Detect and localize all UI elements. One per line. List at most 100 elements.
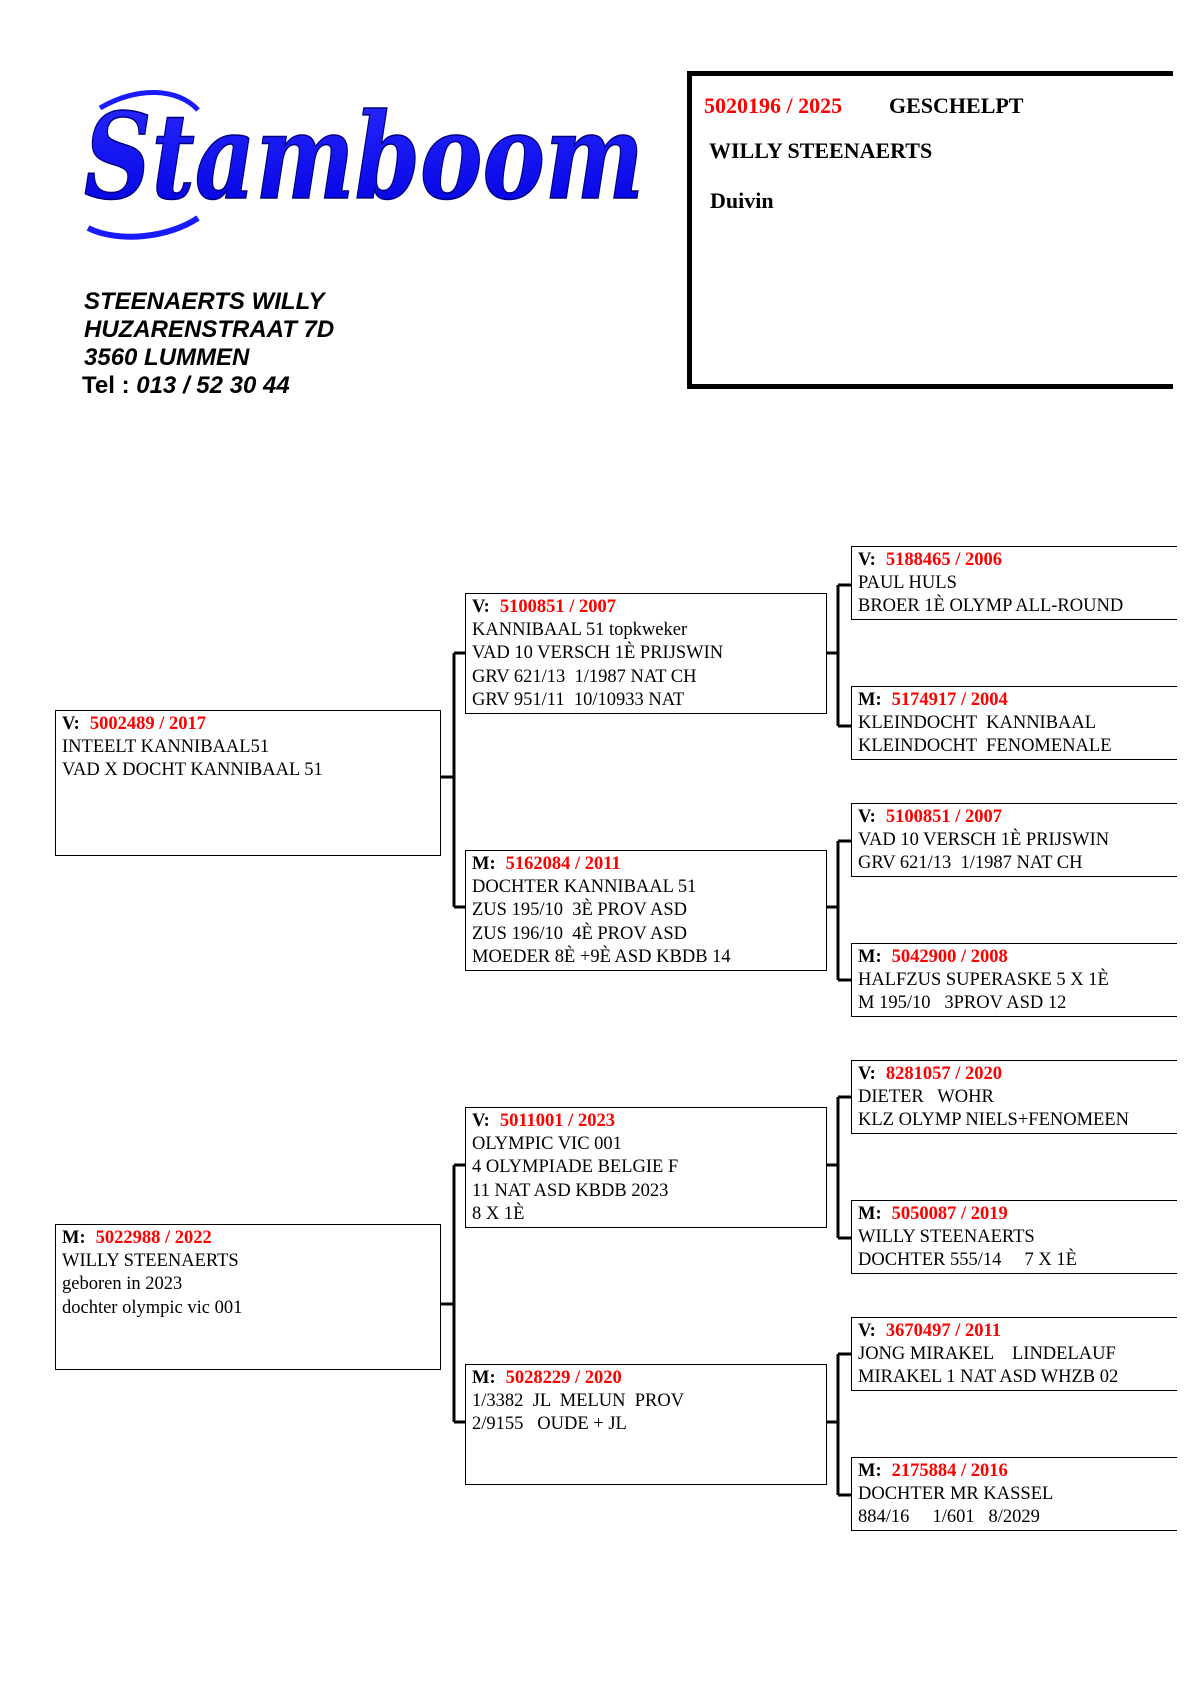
phone-number: 013 / 52 30 44 [136, 372, 290, 399]
pedigree-box-header: V: 5188465 / 2006 [858, 549, 1171, 572]
pedigree-line: M 195/10 3PROV ASD 12 [858, 993, 1067, 1014]
pedigree-line: KLEINDOCHT FENOMENALE [858, 736, 1112, 757]
pedigree-box-header: M: 5162084 / 2011 [472, 853, 820, 876]
parent-role: M: [62, 1228, 86, 1248]
pedigree-line: BROER 1È OLYMP ALL-ROUND [858, 596, 1124, 617]
pedigree-line: 8 X 1È [472, 1203, 525, 1224]
parent-role: V: [62, 714, 80, 734]
owner-city: 3560 LUMMEN [84, 344, 250, 371]
pedigree-line: JONG MIRAKEL LINDELAUF [858, 1344, 1116, 1365]
pedigree-line: DOCHTER KANNIBAAL 51 [472, 877, 697, 898]
parent-role: M: [858, 947, 882, 967]
parent-role: V: [858, 1321, 876, 1341]
pedigree-line: VAD X DOCHT KANNIBAAL 51 [62, 760, 323, 781]
pedigree-line: WILLY STEENAERTS [858, 1227, 1035, 1248]
parent-role: V: [858, 550, 876, 570]
pedigree-box-header: V: 5011001 / 2023 [472, 1110, 820, 1133]
ring-number: 5100851 / 2007 [885, 807, 1002, 827]
pedigree-line: GRV 621/13 1/1987 NAT CH [858, 853, 1083, 874]
ring-number: 5174917 / 2004 [891, 690, 1008, 710]
ring-number: 5011001 / 2023 [499, 1111, 615, 1131]
pedigree-line: 2/9155 OUDE + JL [472, 1414, 627, 1435]
pedigree-line: ZUS 196/10 4È PROV ASD [472, 923, 688, 944]
ring-number: 5028229 / 2020 [505, 1368, 622, 1388]
parent-role: V: [472, 597, 490, 617]
pedigree-line: INTEELT KANNIBAAL51 [62, 737, 270, 758]
owner-name: STEENAERTS WILLY [84, 288, 325, 315]
parent-role: M: [472, 1368, 496, 1388]
pedigree-box-header: V: 5100851 / 2007 [472, 596, 820, 619]
ring-number: 2175884 / 2016 [891, 1461, 1008, 1481]
pedigree-line: MOEDER 8È +9È ASD KBDB 14 [472, 946, 731, 967]
subject-sex: Duivin [710, 188, 774, 213]
ring-number: 5188465 / 2006 [885, 550, 1002, 570]
pedigree-line: KANNIBAAL 51 topkweker [472, 620, 688, 641]
parent-role: V: [858, 807, 876, 827]
pedigree-line: DOCHTER MR KASSEL [858, 1484, 1054, 1505]
logo-flourish [86, 215, 200, 240]
ring-number: 5162084 / 2011 [505, 854, 621, 874]
pedigree-line: KLZ OLYMP NIELS+FENOMEEN [858, 1110, 1129, 1131]
owner-street: HUZARENSTRAAT 7D [84, 316, 335, 343]
parent-role: M: [858, 690, 882, 710]
pedigree-line: geboren in 2023 [62, 1274, 183, 1295]
pedigree-line: WILLY STEENAERTS [62, 1251, 239, 1272]
ring-number: 3670497 / 2011 [885, 1321, 1001, 1341]
pedigree-box-header: V: 8281057 / 2020 [858, 1063, 1171, 1086]
pedigree-line: GRV 621/13 1/1987 NAT CH [472, 666, 697, 687]
owner-phone: Tel : 013 / 52 30 44 [82, 372, 334, 400]
pedigree-line: DIETER WOHR [858, 1087, 994, 1108]
logo-text: Stamboom [84, 87, 644, 226]
pedigree-line: 4 OLYMPIADE BELGIE F [472, 1157, 679, 1178]
pedigree-line: DOCHTER 555/14 7 X 1È [858, 1250, 1077, 1271]
parent-role: M: [858, 1461, 882, 1481]
pedigree-line: OLYMPIC VIC 001 [472, 1134, 622, 1155]
ring-number: 5042900 / 2008 [891, 947, 1008, 967]
pedigree-box-header: M: 5022988 / 2022 [62, 1227, 434, 1250]
pedigree-line: dochter olympic vic 001 [62, 1297, 243, 1318]
pedigree-box-header: M: 5028229 / 2020 [472, 1367, 820, 1390]
pedigree-box-header: V: 5002489 / 2017 [62, 713, 434, 736]
pedigree-box-header: V: 5100851 / 2007 [858, 806, 1171, 829]
pedigree-box-header: M: 5042900 / 2008 [858, 946, 1171, 969]
pedigree-line: KLEINDOCHT KANNIBAAL [858, 713, 1097, 734]
parent-role: V: [858, 1064, 876, 1084]
pedigree-line: ZUS 195/10 3È PROV ASD [472, 900, 688, 921]
ring-number: 5022988 / 2022 [95, 1228, 212, 1248]
pedigree-line: MIRAKEL 1 NAT ASD WHZB 02 [858, 1367, 1119, 1388]
pedigree-line: 884/16 1/601 8/2029 [858, 1507, 1040, 1528]
owner-block: STEENAERTS WILLY HUZARENSTRAAT 7D 3560 L… [82, 288, 335, 400]
phone-label: Tel : [82, 372, 130, 399]
parent-role: V: [472, 1111, 490, 1131]
ring-number: 5050087 / 2019 [891, 1204, 1008, 1224]
pedigree-box-header: V: 3670497 / 2011 [858, 1320, 1171, 1343]
pedigree-line: VAD 10 VERSCH 1È PRIJSWIN [472, 643, 724, 664]
parent-role: M: [472, 854, 496, 874]
ring-number: 8281057 / 2020 [885, 1064, 1002, 1084]
ring-number: 5002489 / 2017 [89, 714, 206, 734]
pedigree-line: 1/3382 JL MELUN PROV [472, 1391, 685, 1412]
pedigree-box-header: M: 2175884 / 2016 [858, 1460, 1171, 1483]
subject-color: GESCHELPT [889, 93, 1024, 118]
pedigree-box-header: M: 5174917 / 2004 [858, 689, 1171, 712]
pedigree-line: VAD 10 VERSCH 1È PRIJSWIN [858, 830, 1110, 851]
pedigree-line: GRV 951/11 10/10933 NAT [472, 689, 685, 710]
pedigree-line: PAUL HULS [858, 573, 957, 594]
ring-number: 5100851 / 2007 [499, 597, 616, 617]
subject-info-box: 5020196 / 2025 GESCHELPT WILLY STEENAERT… [687, 71, 1173, 389]
stamboom-logo: Stamboom [78, 78, 653, 250]
